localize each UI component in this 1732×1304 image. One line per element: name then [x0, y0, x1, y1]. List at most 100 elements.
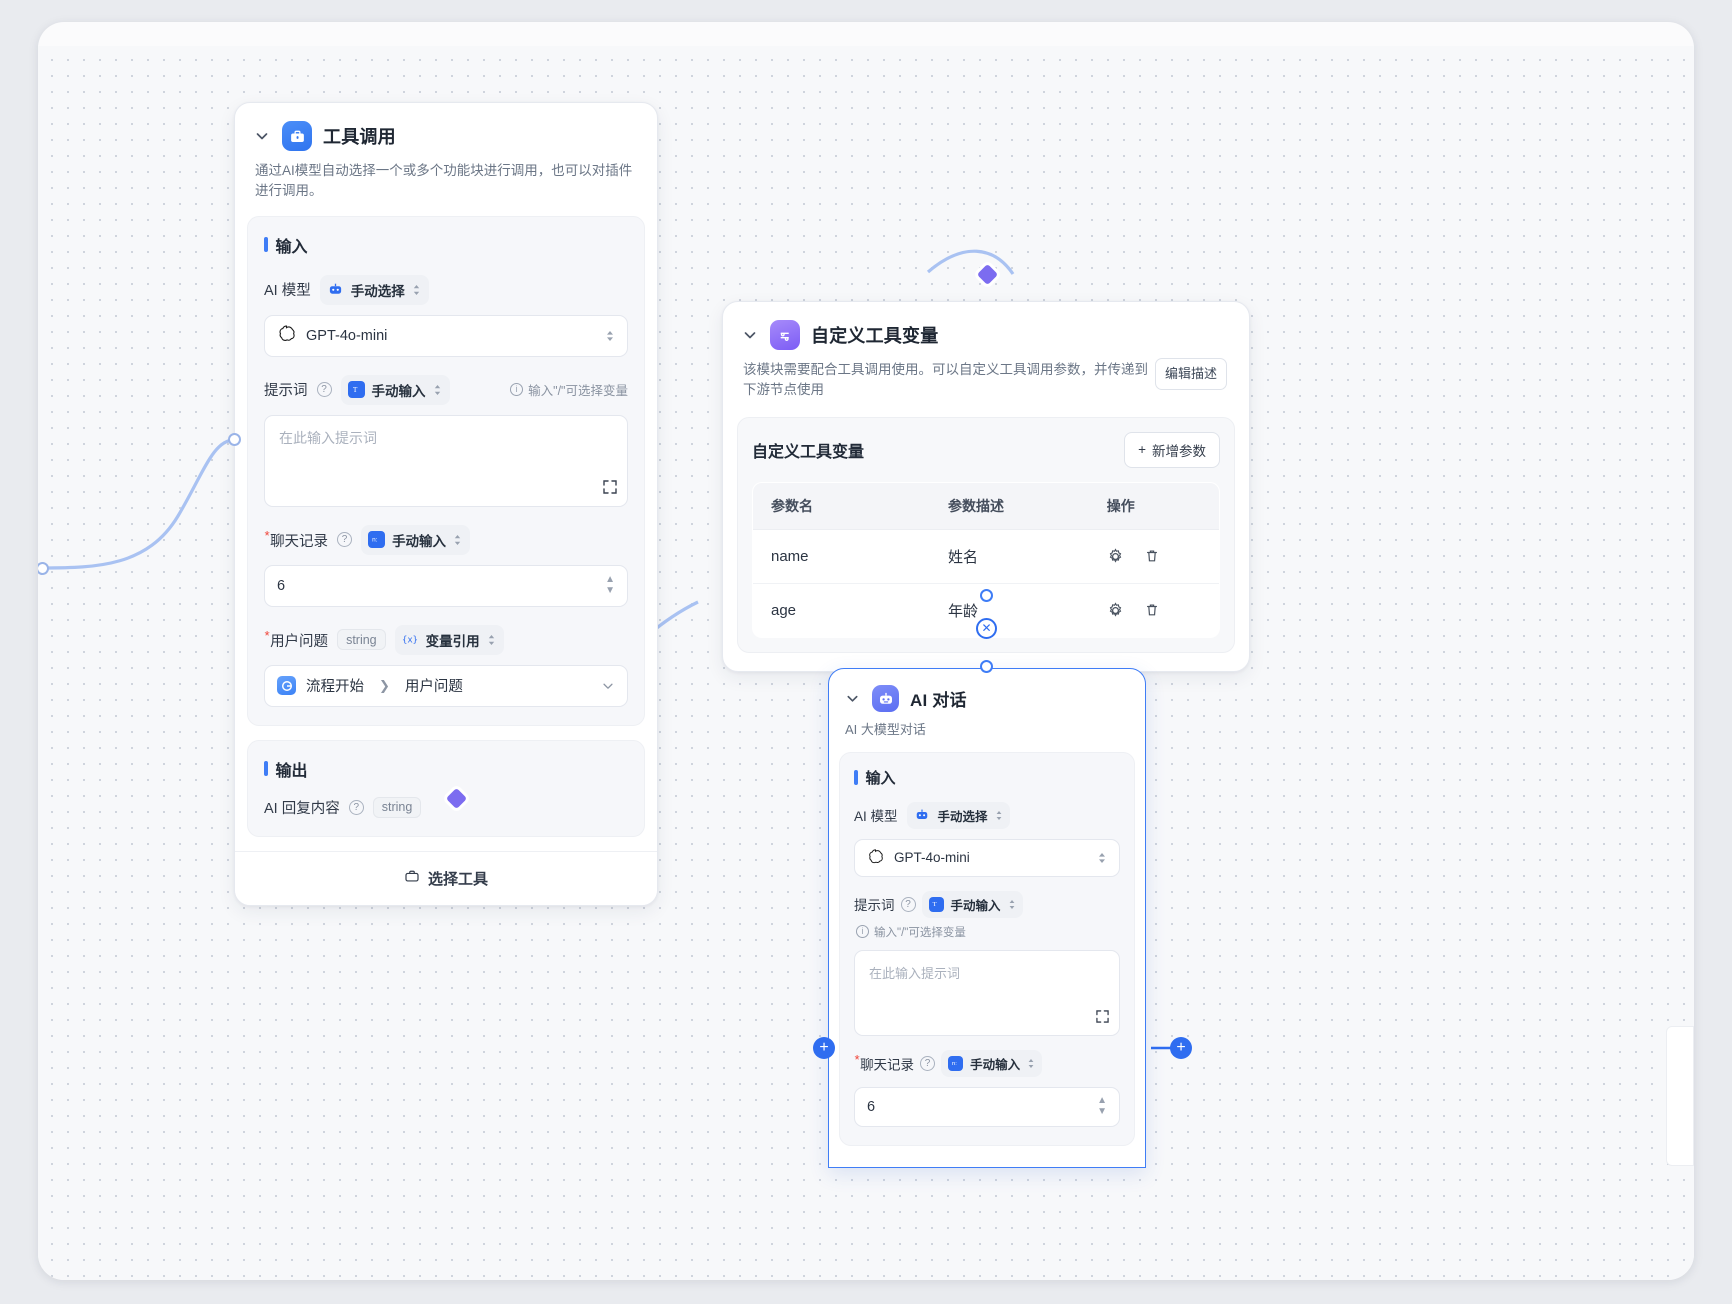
collapse-chevron-icon[interactable]: [253, 127, 271, 145]
prompt-textarea[interactable]: 在此输入提示词: [854, 949, 1120, 1036]
column-param-desc: 参数描述: [929, 482, 1089, 530]
field-prompt: 提示词 ? T 手动输入: [264, 374, 628, 507]
param-desc-cell: 年龄: [947, 602, 978, 620]
app-frame: 工具调用 通过AI模型自动选择一个或多个功能块进行调用，也可以对插件进行调用。 …: [38, 22, 1694, 1280]
stepper-up-icon[interactable]: ▲: [1097, 1095, 1107, 1106]
ai-model-mode-text: 手动选择: [350, 283, 405, 299]
info-icon: i: [856, 925, 869, 938]
prompt-variable-hint: i 输入"/"可选择变量: [510, 380, 628, 399]
node-description: 通过AI模型自动选择一个或多个功能块进行调用，也可以对插件进行调用。: [255, 163, 633, 199]
trash-icon[interactable]: [1144, 602, 1160, 619]
help-icon[interactable]: ?: [920, 1055, 936, 1071]
port-edge-origin-left[interactable]: [38, 562, 49, 575]
number-stepper[interactable]: ▲ ▼: [605, 574, 615, 596]
info-icon: i: [510, 383, 524, 396]
chevron-updown-icon: [1097, 851, 1107, 865]
node-ai-chat[interactable]: AI 对话 AI 大模型对话 输入 AI 模型: [828, 668, 1146, 1168]
ai-model-value: GPT-4o-mini: [306, 327, 388, 344]
chat-history-value: 6: [867, 1098, 876, 1115]
openai-logo-icon: [277, 324, 296, 347]
ai-model-select[interactable]: GPT-4o-mini: [264, 314, 628, 357]
chevron-updown-icon: [605, 329, 615, 343]
input-section-title: 输入: [854, 767, 1120, 788]
collapse-chevron-icon[interactable]: [741, 326, 759, 344]
node-tool-vars[interactable]: 自定义工具变量 该模块需要配合工具调用使用。可以自定义工具调用参数，并传递到下游…: [722, 301, 1250, 672]
chat-history-label: *聊天记录: [264, 528, 329, 550]
svg-text:T: T: [933, 901, 937, 908]
chevron-updown-icon: [1008, 899, 1016, 910]
node-title: 工具调用: [323, 127, 396, 147]
ai-model-mode-text: 手动选择: [937, 809, 988, 824]
tool-call-output-panel: 输出 AI 回复内容 ? string: [247, 739, 645, 837]
field-user-question: *用户问题 string {x} 变量引用: [264, 624, 628, 707]
help-icon[interactable]: ?: [900, 896, 916, 912]
ai-chat-input-panel: 输入 AI 模型 手动选择: [839, 751, 1135, 1146]
stepper-down-icon[interactable]: ▼: [605, 585, 615, 596]
edit-description-button[interactable]: 编辑描述: [1154, 358, 1227, 390]
ai-model-mode-select[interactable]: 手动选择: [319, 274, 429, 305]
chevron-down-icon[interactable]: [601, 679, 615, 693]
add-param-button[interactable]: + 新增参数: [1124, 431, 1220, 468]
chevron-updown-icon: [412, 284, 421, 296]
svg-text:T: T: [352, 385, 357, 394]
expand-icon[interactable]: [1096, 1009, 1109, 1026]
help-icon[interactable]: ?: [316, 382, 332, 397]
prompt-mode-select[interactable]: T 手动输入: [921, 890, 1023, 918]
port-ai-chat-top[interactable]: [980, 660, 993, 673]
param-name-cell: name: [753, 529, 930, 584]
expand-icon[interactable]: [603, 479, 617, 497]
number-input-icon: n:: [368, 531, 386, 548]
add-node-left-button[interactable]: +: [813, 1037, 835, 1059]
ai-robot-icon: [872, 685, 899, 712]
params-table: 参数名 参数描述 操作 name 姓名: [752, 481, 1220, 638]
user-question-label: *用户问题: [264, 628, 329, 650]
node-tool-call[interactable]: 工具调用 通过AI模型自动选择一个或多个功能块进行调用，也可以对插件进行调用。 …: [234, 102, 658, 906]
toolbox-icon: [282, 121, 312, 151]
collapse-chevron-icon[interactable]: [843, 690, 861, 708]
help-icon[interactable]: ?: [348, 799, 364, 815]
port-tool-vars-top[interactable]: [976, 263, 999, 286]
stepper-up-icon[interactable]: ▲: [605, 574, 615, 585]
canvas-scrollbar[interactable]: [1666, 1026, 1694, 1166]
chat-history-label: *聊天记录: [854, 1052, 915, 1073]
tool-call-input-panel: 输入 AI 模型 手动选择: [247, 215, 645, 726]
tool-call-header: 工具调用 通过AI模型自动选择一个或多个功能块进行调用，也可以对插件进行调用。: [235, 103, 657, 202]
user-question-variable-select[interactable]: 流程开始 ❯ 用户问题: [264, 664, 628, 707]
chevron-updown-icon: [453, 534, 462, 546]
gear-icon[interactable]: [1107, 601, 1124, 619]
remove-edge-button[interactable]: ✕: [976, 618, 997, 639]
user-question-mode-select[interactable]: {x} 变量引用: [394, 624, 504, 655]
tool-vars-header: 自定义工具变量 该模块需要配合工具调用使用。可以自定义工具调用参数，并传递到下游…: [723, 302, 1249, 401]
chat-history-mode-select[interactable]: n: 手动输入: [941, 1049, 1043, 1077]
chat-history-number-input[interactable]: 6 ▲ ▼: [264, 564, 628, 607]
table-row[interactable]: name 姓名: [753, 529, 1219, 584]
table-row[interactable]: age 年龄: [753, 583, 1219, 637]
select-tool-button[interactable]: 选择工具: [235, 850, 657, 905]
param-name-cell: age: [771, 601, 797, 619]
port-tool-call-input[interactable]: [228, 433, 241, 446]
plus-icon: +: [1138, 442, 1146, 457]
robot-icon: [327, 281, 344, 298]
output-type-tag: string: [372, 796, 422, 818]
add-node-right-button[interactable]: +: [1170, 1037, 1192, 1059]
prompt-textarea[interactable]: 在此输入提示词: [264, 414, 628, 507]
chat-history-number-input[interactable]: 6 ▲ ▼: [854, 1086, 1120, 1127]
gear-icon[interactable]: [1107, 547, 1124, 565]
ai-model-select[interactable]: GPT-4o-mini: [854, 838, 1120, 877]
openai-logo-icon: [867, 848, 884, 868]
column-param-name: 参数名: [753, 482, 930, 530]
workflow-canvas[interactable]: 工具调用 通过AI模型自动选择一个或多个功能块进行调用，也可以对插件进行调用。 …: [38, 46, 1694, 1280]
port-tool-vars-bottom[interactable]: [980, 589, 993, 602]
trash-icon[interactable]: [1144, 548, 1160, 565]
chat-history-mode-select[interactable]: n: 手动输入: [361, 524, 471, 555]
stepper-down-icon[interactable]: ▼: [1097, 1106, 1107, 1117]
prompt-mode-select[interactable]: T 手动输入: [340, 374, 450, 405]
help-icon[interactable]: ?: [337, 532, 353, 547]
ai-chat-header: AI 对话 AI 大模型对话: [829, 669, 1145, 740]
section-accent-bar: [264, 237, 268, 252]
output-section-title: 输出: [264, 757, 628, 781]
ai-model-mode-select[interactable]: 手动选择: [906, 801, 1010, 829]
number-stepper[interactable]: ▲ ▼: [1097, 1095, 1107, 1117]
output-row: AI 回复内容 ? string: [264, 796, 628, 818]
